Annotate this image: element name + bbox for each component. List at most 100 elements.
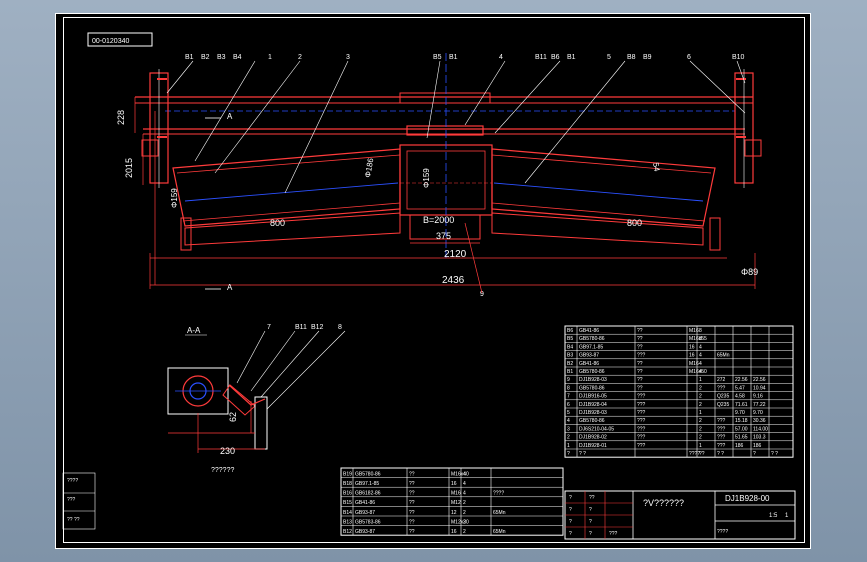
parts-table-cell: DJ1B928-03 (579, 377, 607, 383)
parts-table-cell: GB5780-86 (579, 418, 605, 424)
std-table-cell: 4 (463, 471, 466, 477)
std-table-cell: ?? (409, 510, 415, 516)
parts-table-cell: ?? (637, 344, 643, 350)
parts-table-cell: 4.58 (735, 394, 745, 400)
dim-center-span: 375 (436, 231, 451, 241)
parts-table-cell: ? ? (717, 451, 724, 457)
parts-table-cell: DJ6S210-04-05 (579, 426, 614, 432)
dim-roll-left: 800 (270, 218, 285, 228)
dim-span-total: 2436 (442, 275, 465, 286)
svg-text:B9: B9 (643, 54, 652, 61)
parts-table-cell: ?? (637, 369, 643, 375)
conveyor-idler-drawing: 00-0120340 (55, 13, 811, 549)
parts-table-cell: ?? (637, 361, 643, 367)
parts-table-cell: 16 (689, 344, 695, 350)
parts-table-cell: 1 (567, 443, 570, 449)
parts-table-cell: 2 (699, 402, 702, 408)
dim-pipe-center: Φ159 (422, 168, 431, 188)
parts-table-cell: 1 (699, 377, 702, 383)
parts-table-cell: 10.94 (753, 385, 766, 391)
parts-table-cell: DJ1B928-01 (579, 443, 607, 449)
parts-table-cell: ??? (637, 402, 646, 408)
parts-table-cell: ? (753, 451, 756, 457)
parts-table-cell: 2 (567, 435, 570, 441)
parts-table-cell: M16x55 (689, 336, 707, 342)
std-table-cell: M16x40 (451, 471, 469, 477)
parts-table-cell: 5 (567, 410, 570, 416)
parts-table-cell: 4 (567, 418, 570, 424)
svg-text:B6: B6 (551, 54, 560, 61)
parts-table-cell: GB93-87 (579, 353, 599, 359)
parts-table-cell: B6 (567, 328, 573, 334)
std-table-cell: ?? (409, 500, 415, 506)
parts-table-cell: GB5780-86 (579, 336, 605, 342)
callout-labels: B1 B2 B3 B4 1 2 3 B5 B1 4 B11 B6 B1 5 B8… (185, 54, 745, 61)
parts-table-cell: Q235 (717, 402, 729, 408)
std-table-cell: GB93-87 (355, 529, 375, 535)
sheet-count: 1 (785, 513, 789, 519)
parts-table-cell: 9 (567, 377, 570, 383)
std-table-cell: B19 (343, 471, 352, 477)
parts-table-cell: 57.00 (735, 426, 748, 432)
parts-table-cell: ??? (637, 418, 646, 424)
drawing-number: DJ1B928-00 (725, 494, 770, 503)
std-table-cell: M12x30 (451, 519, 469, 525)
parts-table-cell: M16x50 (689, 369, 707, 375)
svg-text:?: ? (569, 495, 572, 501)
parts-table-cell: ??? (717, 418, 726, 424)
parts-table-cell: 16 (689, 353, 695, 359)
parts-table-cell: ? ? (579, 451, 586, 457)
std-table-cell: B14 (343, 510, 352, 516)
parts-table-cell: GB5780-86 (579, 369, 605, 375)
parts-table-cell: ??? (637, 426, 646, 432)
std-table-cell: B18 (343, 481, 352, 487)
svg-text:8: 8 (338, 324, 342, 331)
std-table-cell: ?? (409, 491, 415, 497)
std-table-cell: 2 (463, 510, 466, 516)
parts-table-cell: B2 (567, 361, 573, 367)
std-table-cell: M16 (451, 491, 461, 497)
parts-table-cell: ??? (717, 443, 726, 449)
parts-table-cell: 15.18 (735, 418, 748, 424)
dim-angle-right: 54 (651, 162, 662, 173)
parts-table-cell: ?? (699, 451, 705, 457)
std-table-cell: 2 (463, 500, 466, 506)
svg-text:?? ??: ?? ?? (67, 517, 80, 523)
std-table-cell: M12 (451, 500, 461, 506)
dim-section-width: 230 (220, 446, 235, 456)
section-view: A-A 62 230 ?????? 7 B11 B12 8 (167, 324, 346, 474)
std-table-cell: 4 (463, 481, 466, 487)
std-table-cell: ?? (409, 529, 415, 535)
parts-table-cell: 2 (699, 418, 702, 424)
svg-text:B11: B11 (295, 324, 307, 331)
parts-table-cell: 272 (717, 377, 726, 383)
dim-span-mid: 2120 (444, 249, 467, 260)
svg-text:????: ???? (67, 478, 78, 484)
callout-9: 9 (480, 291, 484, 298)
parts-table-cell: 6 (567, 402, 570, 408)
svg-text:?: ? (569, 531, 572, 537)
parts-table-cell: ? ? (771, 451, 778, 457)
svg-text:5: 5 (607, 54, 611, 61)
std-table-cell: B12 (343, 529, 352, 535)
std-table-cell: GB97.1-85 (355, 481, 379, 487)
dim-pipe-left: Φ159 (170, 188, 179, 208)
std-table-cell: GB93-87 (355, 510, 375, 516)
std-table-cell: 16 (451, 481, 457, 487)
svg-text:B1: B1 (567, 54, 576, 61)
std-table-cell: ???? (493, 491, 504, 497)
svg-text:?: ? (589, 507, 592, 513)
svg-text:7: 7 (267, 324, 271, 331)
parts-table-cell: 1 (699, 443, 702, 449)
parts-table-cell: ???? (689, 451, 700, 457)
parts-table-cell: 186 (753, 443, 762, 449)
parts-table-cell: ??? (637, 353, 646, 359)
svg-text:?: ? (589, 519, 592, 525)
std-table-cell: ?? (409, 471, 415, 477)
parts-table-cell: B4 (567, 344, 573, 350)
right-wing-roller (491, 148, 716, 227)
parts-table-cell: Q235 (717, 394, 729, 400)
parts-table-cell: 103.3 (753, 435, 766, 441)
parts-table-cell: 4 (699, 344, 702, 350)
